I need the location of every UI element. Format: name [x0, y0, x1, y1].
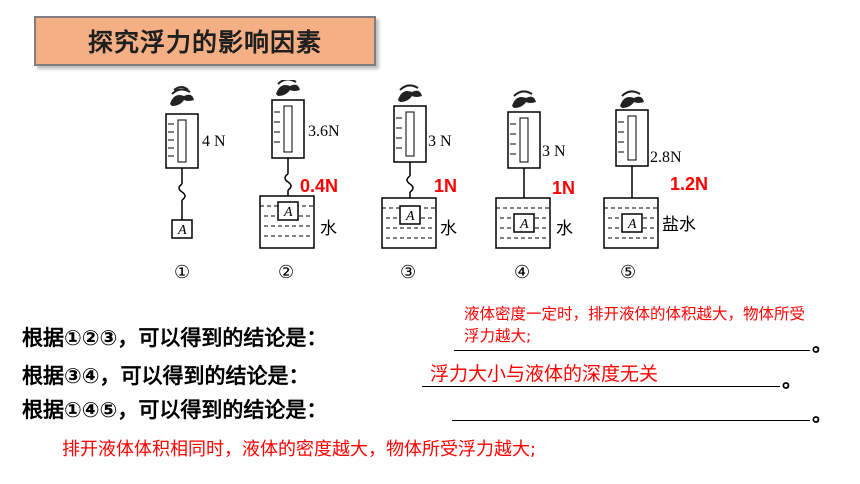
setup-3: A 3 N 1N 水 ③ [381, 84, 457, 282]
block-label: A [283, 205, 293, 220]
liquid-label-5: 盐水 [662, 215, 696, 234]
liquid-label-2: 水 [320, 219, 337, 238]
buoyancy-4: 1N [552, 178, 575, 198]
block [277, 201, 299, 221]
scale-reading-5: 2.8N [650, 149, 682, 166]
liquid-label-4: 水 [556, 219, 573, 238]
answer-blank-3[interactable] [452, 420, 810, 421]
setup-2: A 3.6N 0.4N 水 ② [259, 80, 340, 282]
title-box: 探究浮力的影响因素 [34, 16, 376, 66]
scale-reading-1: 4 N [202, 133, 226, 150]
block [171, 219, 193, 239]
block-label: A [519, 217, 529, 232]
setup-number-5: ⑤ [620, 262, 636, 282]
setup-4: A 3 N 1N 水 ④ [495, 90, 575, 282]
scale-reading-3: 3 N [428, 133, 452, 150]
block-label: A [405, 209, 415, 224]
buoyancy-2: 0.4N [300, 176, 338, 196]
answer-1: 液体密度一定时，排开液体的体积越大，物体所受浮力越大; [464, 305, 806, 345]
question-3: 根据①④⑤，可以得到的结论是： [22, 398, 328, 422]
setup-number-1: ① [174, 262, 190, 282]
block [399, 205, 421, 225]
setup-number-4: ④ [514, 262, 530, 282]
block [513, 213, 535, 233]
setup-5: A 2.8N 1.2N 盐水 ⑤ [603, 90, 708, 282]
buoyancy-5: 1.2N [670, 174, 708, 194]
question-2: 根据③④，可以得到的结论是： [22, 364, 310, 388]
question-3-period: 。 [812, 402, 832, 426]
question-2-period: 。 [782, 368, 802, 392]
question-1-period: 。 [812, 332, 832, 356]
block-label: A [177, 223, 187, 238]
setup-number-3: ③ [400, 262, 416, 282]
question-1: 根据①②③，可以得到的结论是： [22, 326, 328, 350]
liquid-label-3: 水 [440, 219, 457, 238]
answer-blank-2[interactable] [422, 386, 780, 387]
buoyancy-3: 1N [434, 176, 457, 196]
answer-blank-1[interactable] [454, 350, 810, 351]
block [621, 213, 643, 233]
page-title: 探究浮力的影响因素 [87, 28, 322, 57]
scale-reading-4: 3 N [542, 143, 566, 160]
scale-reading-2: 3.6N [308, 123, 340, 140]
block-label: A [627, 217, 637, 232]
answer-2: 浮力大小与液体的深度无关 [430, 363, 659, 385]
setup-number-2: ② [278, 262, 294, 282]
setup-1: A 4 N ① [165, 86, 226, 282]
experiment-diagram: A 4 N ① A 3.6N 0.4N 水 ② [142, 80, 718, 302]
answer-3: 排开液体体积相同时，液体的密度越大，物体所受浮力越大; [62, 439, 537, 460]
